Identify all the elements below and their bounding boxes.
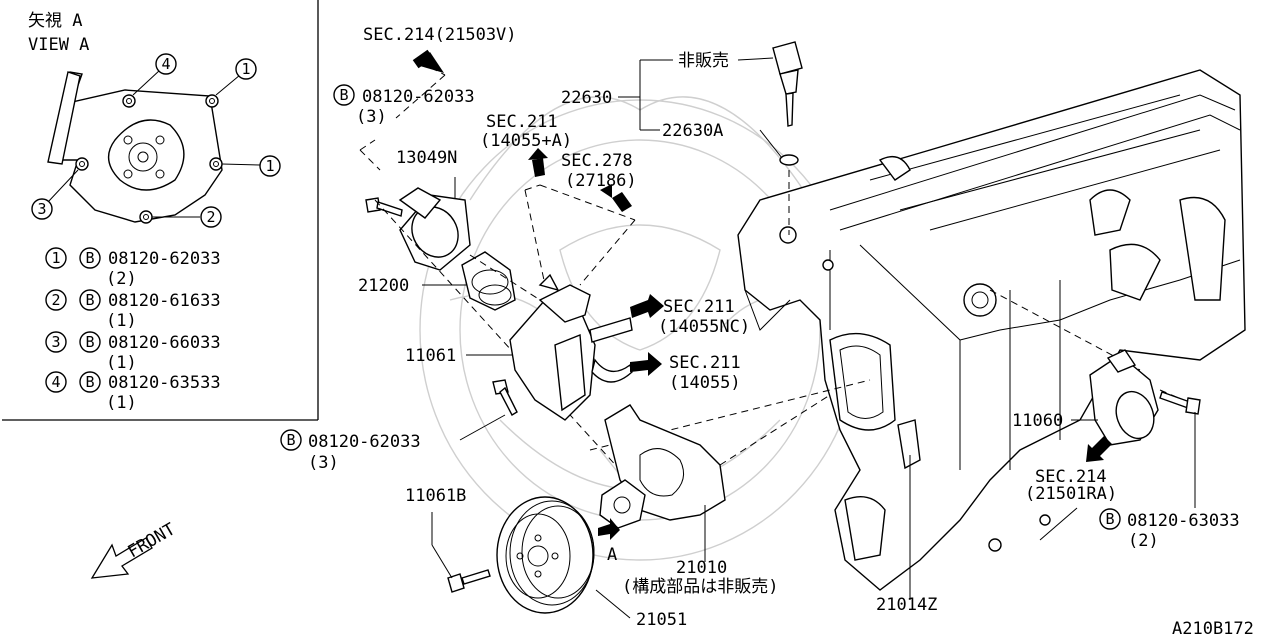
- callout-3: 3: [37, 200, 46, 218]
- legend-num: 4: [51, 373, 60, 391]
- label-21014z: 21014Z: [876, 595, 937, 615]
- label-front: FRONT: [125, 519, 179, 562]
- label-hihanbai: 非販売: [678, 51, 729, 71]
- label-sec214-b: SEC.214: [1035, 467, 1107, 487]
- label-sec211-nc: SEC.211: [663, 297, 735, 317]
- callout-1-right: 1: [265, 157, 274, 175]
- label-sec211-b-num: (14055): [669, 373, 741, 393]
- legend-row-1: 1 B 08120-62033 (2): [45, 247, 221, 289]
- label-13049n: 13049N: [396, 148, 457, 168]
- legend-num: 2: [51, 291, 60, 309]
- label-sec211-nc-num: (14055NC): [658, 317, 750, 337]
- legend-row-2: 2 B 08120-61633 (1): [45, 289, 221, 331]
- legend-part: 08120-61633: [108, 291, 221, 311]
- leader-lines: [422, 57, 1196, 619]
- label-bolt-mid: 08120-62033: [308, 432, 421, 452]
- bolt-symbol: B: [85, 291, 94, 309]
- view-a-title-en: VIEW A: [28, 35, 89, 55]
- legend-row-4: 4 B 08120-63533 (1): [45, 371, 221, 413]
- view-a-legend: 1 B 08120-62033 (2) 2 B 08120-61633 (1) …: [45, 247, 221, 413]
- view-a-inset: [2, 0, 319, 421]
- bolt-symbol-mid: B: [286, 431, 295, 449]
- bolt-symbol: B: [85, 249, 94, 267]
- engine-block: [737, 69, 1246, 591]
- label-21010: 21010: [676, 558, 727, 578]
- arrow-sec211-a-stem: [532, 158, 545, 177]
- label-sec214-top: SEC.214(21503V): [363, 25, 517, 45]
- label-11060: 11060: [1012, 411, 1063, 431]
- legend-qty: (1): [106, 353, 137, 373]
- temp-sender-22630: [772, 41, 803, 235]
- label-sec278: SEC.278: [561, 151, 633, 171]
- arrow-sec214-b: [1086, 436, 1112, 462]
- legend-qty: (2): [106, 269, 137, 289]
- label-view-a: A: [607, 545, 617, 565]
- label-sec214-b-num: (21501RA): [1025, 484, 1117, 504]
- label-sec211-a-num: (14055+A): [480, 131, 572, 151]
- legend-row-3: 3 B 08120-66033 (1): [45, 331, 221, 373]
- bolt-symbol: B: [85, 333, 94, 351]
- legend-part: 08120-63533: [108, 373, 221, 393]
- label-bolt-mid-qty: (3): [308, 453, 339, 473]
- label-22630a: 22630A: [662, 121, 723, 141]
- label-bolt-right: 08120-63033: [1127, 511, 1240, 531]
- label-21010-note: (構成部品は非販売): [622, 577, 778, 597]
- bolt-top: [365, 197, 403, 217]
- label-21051: 21051: [636, 610, 687, 630]
- callout-2: 2: [206, 208, 215, 226]
- label-bolt-right-qty: (2): [1128, 531, 1159, 551]
- legend-qty: (1): [106, 393, 137, 413]
- label-21200: 21200: [358, 276, 409, 296]
- label-sec211-a: SEC.211: [486, 112, 558, 132]
- label-11061: 11061: [405, 346, 456, 366]
- thermostat-housing-13049n: [398, 187, 471, 271]
- label-bolt-top-qty: (3): [356, 107, 387, 127]
- pulley-21051: [496, 496, 595, 614]
- bolt-symbol-right: B: [1105, 510, 1114, 528]
- arrow-sec211-nc: [630, 294, 664, 318]
- thermostat-21200: [461, 251, 516, 311]
- inset-callouts: 4 1 1 3 2: [31, 53, 281, 228]
- water-outlet-11061: [509, 273, 633, 421]
- bolt-symbol: B: [85, 373, 94, 391]
- bolt-right: [1159, 391, 1201, 415]
- label-bolt-top: 08120-62033: [362, 87, 475, 107]
- view-a-title-jp: 矢視 A: [28, 11, 82, 31]
- legend-num: 1: [51, 249, 60, 267]
- arrow-sec278: [600, 184, 612, 198]
- drawing-id: A210B172: [1172, 619, 1254, 639]
- bolt-11061b: [447, 569, 491, 593]
- legend-qty: (1): [106, 311, 137, 331]
- arrow-sec211-a: [528, 148, 548, 160]
- callout-4: 4: [161, 55, 170, 73]
- label-22630: 22630: [561, 88, 612, 108]
- callout-1-top: 1: [241, 60, 250, 78]
- legend-part: 08120-66033: [108, 333, 221, 353]
- label-11061b: 11061B: [405, 486, 466, 506]
- front-arrow: [90, 537, 153, 579]
- bolt-symbol-top: B: [339, 86, 348, 104]
- legend-num: 3: [51, 333, 60, 351]
- label-sec278-num: (27186): [565, 171, 637, 191]
- arrow-view-a: [598, 518, 620, 540]
- water-pump-21010: [599, 404, 726, 529]
- legend-part: 08120-62033: [108, 249, 221, 269]
- arrow-sec211-b: [630, 352, 662, 376]
- arrow-sec278-stem: [612, 192, 632, 212]
- label-sec211-b: SEC.211: [669, 353, 741, 373]
- arrow-sec214-top: [420, 52, 444, 73]
- water-inlet-11060: [1089, 349, 1159, 446]
- bolt-mid: [492, 379, 518, 416]
